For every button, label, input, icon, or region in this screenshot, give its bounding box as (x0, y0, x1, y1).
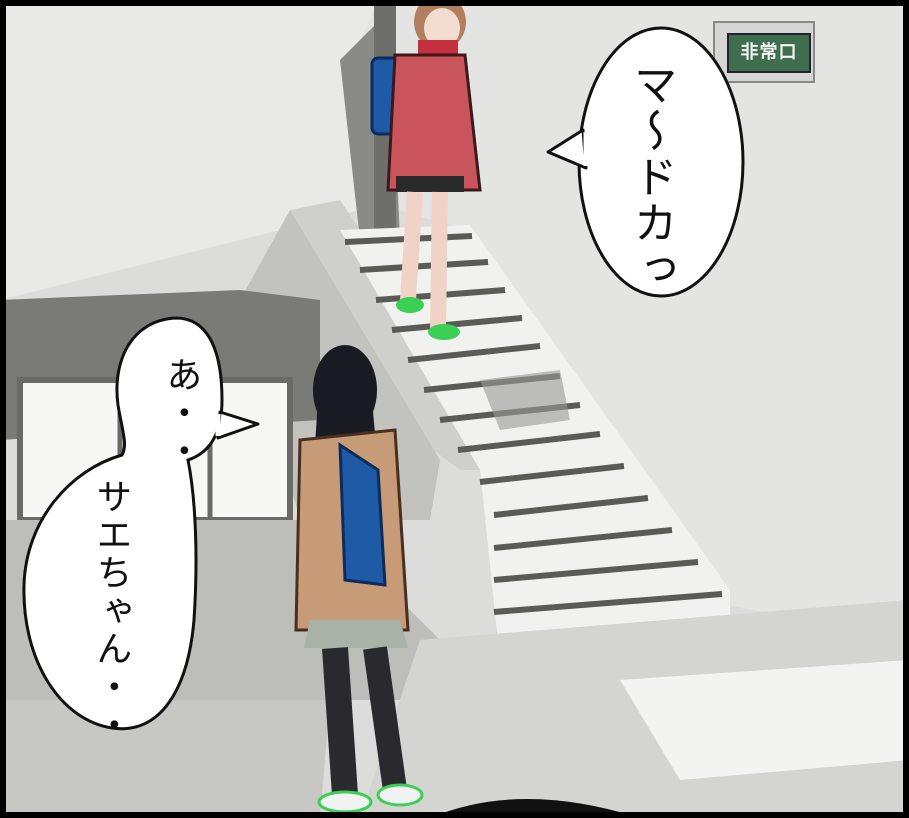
speech-text-left-bottom: サエちゃん・・ (90, 478, 132, 744)
lower-left-floor (0, 700, 330, 818)
speech-bubble-left (22, 316, 260, 731)
right-wall (360, 0, 909, 640)
floor-light (620, 660, 909, 780)
speech-text-right: マ〜ドカっ (625, 62, 677, 292)
girl-bottom-figure (294, 345, 424, 814)
girl-top-figure (370, 0, 482, 340)
exit-sign-text: 非常口 (740, 42, 798, 63)
exit-sign-icon (713, 21, 815, 83)
speech-bubble-right (546, 26, 745, 298)
speech-text-left-top: あ・・ (160, 356, 202, 470)
